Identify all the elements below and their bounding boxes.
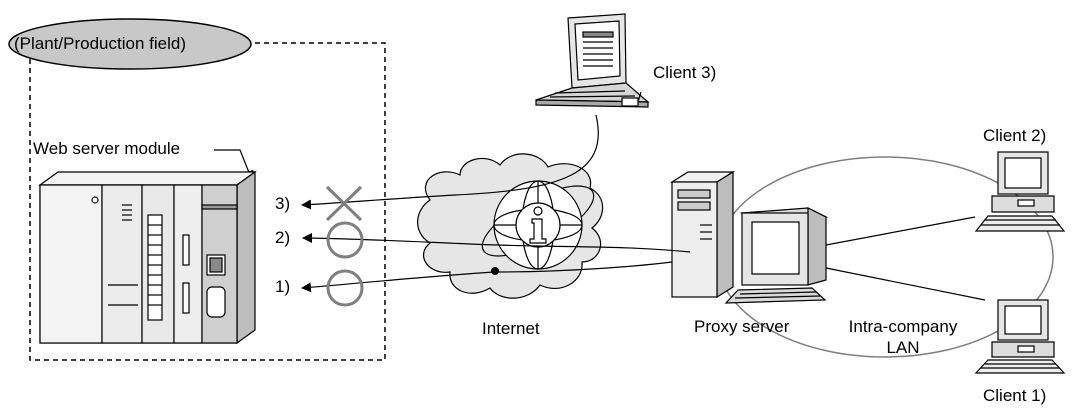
route2-circle-icon — [326, 221, 364, 259]
module-pointer-line — [214, 149, 254, 181]
client1-desktop-icon — [974, 299, 1066, 374]
field-label: (Plant/Production field) — [14, 34, 186, 53]
proxy-server-icon — [669, 170, 736, 299]
client3-laptop-icon — [535, 13, 650, 108]
route-label-1: 1) — [275, 277, 291, 296]
route1-circle-icon — [326, 269, 364, 307]
route1-node — [491, 267, 499, 275]
internet-label: Internet — [482, 319, 540, 338]
field-label-ellipse — [8, 18, 252, 70]
route-label-3: 3) — [275, 194, 291, 213]
monitor-client2-link — [825, 216, 976, 246]
proxy-monitor-icon — [724, 207, 829, 304]
web-server-module-icon — [38, 170, 257, 345]
route-label-2: 2) — [275, 228, 291, 247]
module-label: Web server module — [33, 139, 181, 158]
lan-label-line1: Intra-company — [848, 317, 958, 336]
client2-label: Client 2) — [983, 126, 1047, 145]
monitor-client1-link — [825, 267, 986, 301]
route3-cross-icon — [325, 185, 363, 222]
client2-desktop-icon — [974, 151, 1066, 232]
client3-label: Client 3) — [653, 63, 717, 82]
route2-line — [302, 233, 691, 253]
client1-label: Client 1) — [983, 386, 1047, 405]
lan-label-line2: LAN — [886, 338, 920, 357]
field-boundary — [29, 42, 386, 361]
proxy-server-label: Proxy server — [694, 317, 790, 336]
